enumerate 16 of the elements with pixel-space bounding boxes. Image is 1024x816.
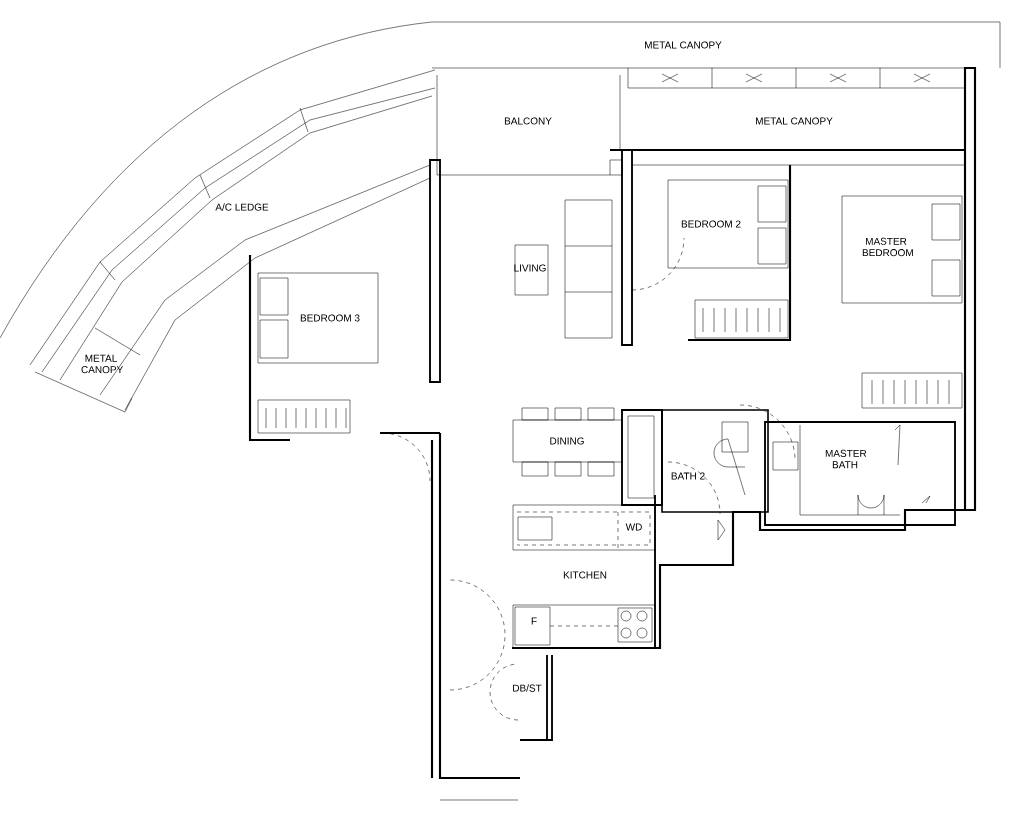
room-label: WD <box>625 523 642 531</box>
room-label: METAL CANOPY <box>645 41 722 49</box>
room-label: MASTER BATH <box>825 449 867 469</box>
room-label: METAL CANOPY <box>756 117 833 125</box>
room-label: A/C LEDGE <box>215 203 269 211</box>
room-label: BEDROOM 2 <box>681 220 741 228</box>
room-label: DB/ST <box>513 684 542 692</box>
room-label: LIVING <box>514 264 546 272</box>
room-label: KITCHEN <box>563 571 607 579</box>
room-label: BALCONY <box>504 117 552 125</box>
room-label: BATH 2 <box>671 472 705 480</box>
room-label: BEDROOM 3 <box>300 314 360 322</box>
room-label: DINING <box>550 437 584 445</box>
room-label: MASTER BEDROOM <box>862 237 913 257</box>
room-label: METAL CANOPY <box>81 354 123 374</box>
room-label: F <box>531 617 537 625</box>
